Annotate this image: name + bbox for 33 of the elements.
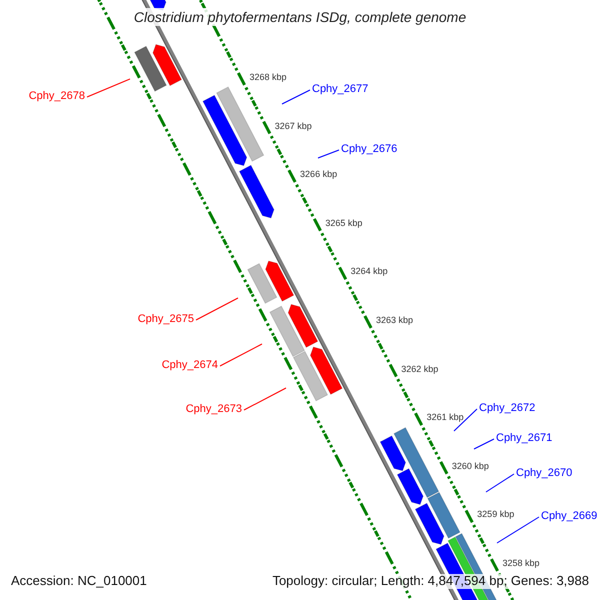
gene-label: Cphy_2670: [516, 467, 572, 480]
leader-line: [474, 438, 494, 450]
leader-line: [486, 474, 514, 492]
scale-label: 3267 kbp: [274, 120, 312, 131]
gene-label: Cphy_2673: [186, 403, 242, 416]
scale-label: 3260 kbp: [452, 460, 489, 472]
gene-label: Cphy_2678: [28, 90, 85, 103]
gene-label: Cphy_2676: [341, 143, 398, 156]
leader-line: [496, 516, 540, 544]
scale-label: 3263 kbp: [376, 314, 414, 326]
scale-label: 3258 kbp: [502, 558, 540, 568]
leader-line: [318, 150, 340, 158]
leader-line: [220, 344, 262, 366]
leader-line: [196, 298, 238, 320]
gene-label: Cphy_2674: [162, 359, 218, 372]
leader-line: [282, 90, 310, 104]
scale-label: 3261 kbp: [426, 412, 464, 423]
genome-summary: Topology: circular; Length: 4,847,594 bp; Genes: 3,988: [270, 574, 591, 589]
leader-line: [86, 78, 130, 98]
scale-label: 3268 kbp: [249, 72, 286, 82]
scale-label: 3264 kbp: [350, 266, 388, 277]
scale-label: 3266 kbp: [300, 169, 338, 180]
leader-line: [244, 388, 286, 410]
gene-label: Cphy_2672: [479, 402, 536, 415]
leader-line: [454, 408, 478, 432]
gene-label: Cphy_2677: [312, 83, 368, 96]
accession-label: Accession: NC_010001: [9, 574, 149, 589]
scale-label: 3265 kbp: [325, 218, 362, 228]
scale-label: 3259 kbp: [477, 509, 514, 520]
scale-label: 3262 kbp: [401, 364, 438, 374]
gene-label: Cphy_2675: [138, 313, 194, 326]
gene-label: Cphy_2669: [541, 510, 598, 523]
gene-label: Cphy_2671: [496, 432, 552, 445]
